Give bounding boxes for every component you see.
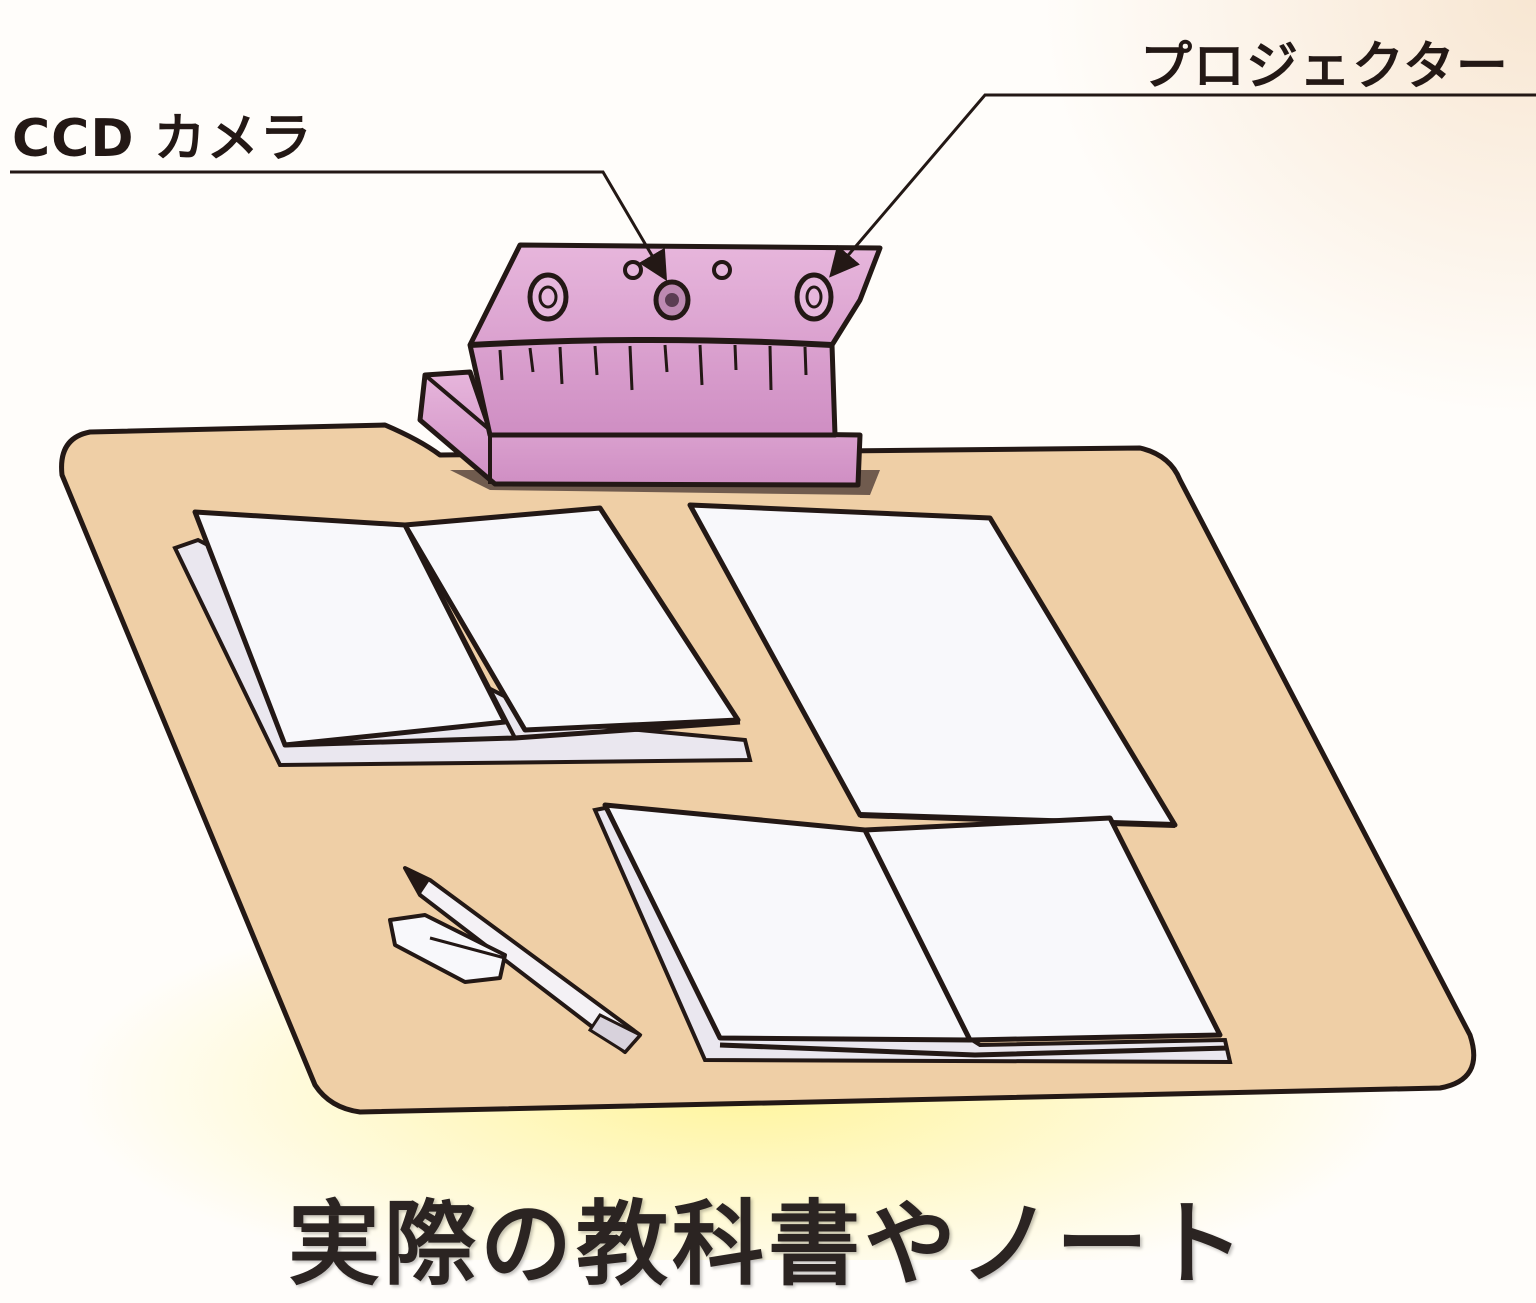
caption: 実際の教科書やノート — [287, 1191, 1248, 1298]
background-glow-top — [1036, 0, 1536, 420]
eraser — [388, 913, 507, 984]
projector-lens-left — [527, 272, 569, 322]
device — [417, 242, 883, 488]
ccd-camera-leader — [10, 170, 668, 282]
sensor-small-right — [712, 260, 732, 280]
projector-leader — [829, 93, 1536, 278]
sensor-small-left — [623, 260, 643, 280]
ccd-camera-label: CCD カメラ — [12, 109, 313, 169]
notebook-closed — [687, 502, 1178, 828]
illustration — [10, 93, 1536, 1115]
open-notebook — [592, 802, 1233, 1065]
open-textbook — [172, 505, 753, 768]
pen — [403, 866, 643, 1054]
projector-lens-right — [794, 272, 834, 322]
ccd-camera-lens — [653, 279, 691, 321]
projector-label: プロジェクター — [1140, 37, 1509, 97]
